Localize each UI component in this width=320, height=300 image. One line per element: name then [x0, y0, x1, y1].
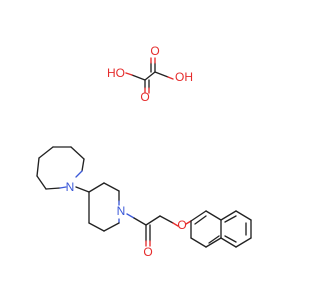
azepane-bond-3 [38, 146, 54, 159]
naph-left-bond-5 [190, 237, 207, 248]
naph-right-inner-1 [224, 215, 237, 223]
piperidine-bond-5 [88, 222, 105, 232]
azepane-bond-6 [81, 158, 85, 172]
azepane-n-bond-left [59, 186, 67, 189]
ch2-to-o-bond [159, 215, 174, 224]
naph-left-inner-1 [194, 215, 207, 225]
piperidine-ring: N [88, 182, 126, 232]
azepane-n-label: N [66, 180, 75, 194]
piperidine-bond-2 [103, 182, 120, 192]
piperidine-bond-4 [103, 222, 120, 232]
piperidine-n-label: N [117, 204, 126, 218]
naph-right-bond-2 [235, 210, 252, 221]
piperidine-bond-1 [88, 182, 105, 193]
oxalate-right-c-oh-bond [154, 71, 169, 78]
naph-right-bond-5 [220, 237, 237, 248]
oxalate-c-c-bond [144, 71, 156, 81]
oxalate-left-ho-red [125, 72, 133, 76]
ether-o-right-red [185, 220, 192, 225]
oxalate-oh-label: OH [175, 70, 193, 84]
oxalate-bottom-o-label: O [140, 90, 149, 104]
azepane-bond-5 [70, 146, 85, 160]
azepane-bond-1 [36, 175, 47, 190]
naphthalene [190, 210, 252, 248]
oxalate-right-oh-red [167, 76, 174, 80]
azepane-bond-7 [45, 187, 61, 190]
azepane-to-piperidine-bond [75, 186, 90, 193]
oxalic-acid: HO OH O O [107, 44, 193, 104]
azepane-n-bond-right [75, 170, 83, 178]
naph-right-bond-4 [235, 237, 252, 248]
molecule-svg: HO OH O O N [36, 44, 252, 259]
ether-o-label: O [177, 218, 186, 232]
carbonyl-o-label: O [143, 245, 152, 259]
ether-o-left-red [172, 222, 179, 227]
oxalate-ho-label: HO [107, 66, 125, 80]
oxalate-left-c-ho-bond [131, 74, 146, 81]
naph-right-bond-1 [220, 210, 237, 221]
naph-left-inner-2 [208, 235, 220, 244]
naph-left-bond-1 [190, 210, 207, 222]
azepane-ring: N [36, 146, 90, 194]
n-to-carbonyl-bond [126, 213, 135, 219]
carbonyl-to-ch2-bond [145, 215, 161, 226]
naph-right-inner-3 [224, 235, 237, 243]
acyl-linker: O O [126, 213, 192, 259]
naph-left-bond-2 [205, 210, 222, 221]
azepane-bond-2 [36, 157, 40, 177]
structure-canvas: HO OH O O N [36, 44, 252, 260]
oxalate-top-o-label: O [150, 44, 159, 58]
naph-left-bond-4 [205, 237, 222, 248]
carbonyl-from-n-bond [133, 217, 147, 226]
